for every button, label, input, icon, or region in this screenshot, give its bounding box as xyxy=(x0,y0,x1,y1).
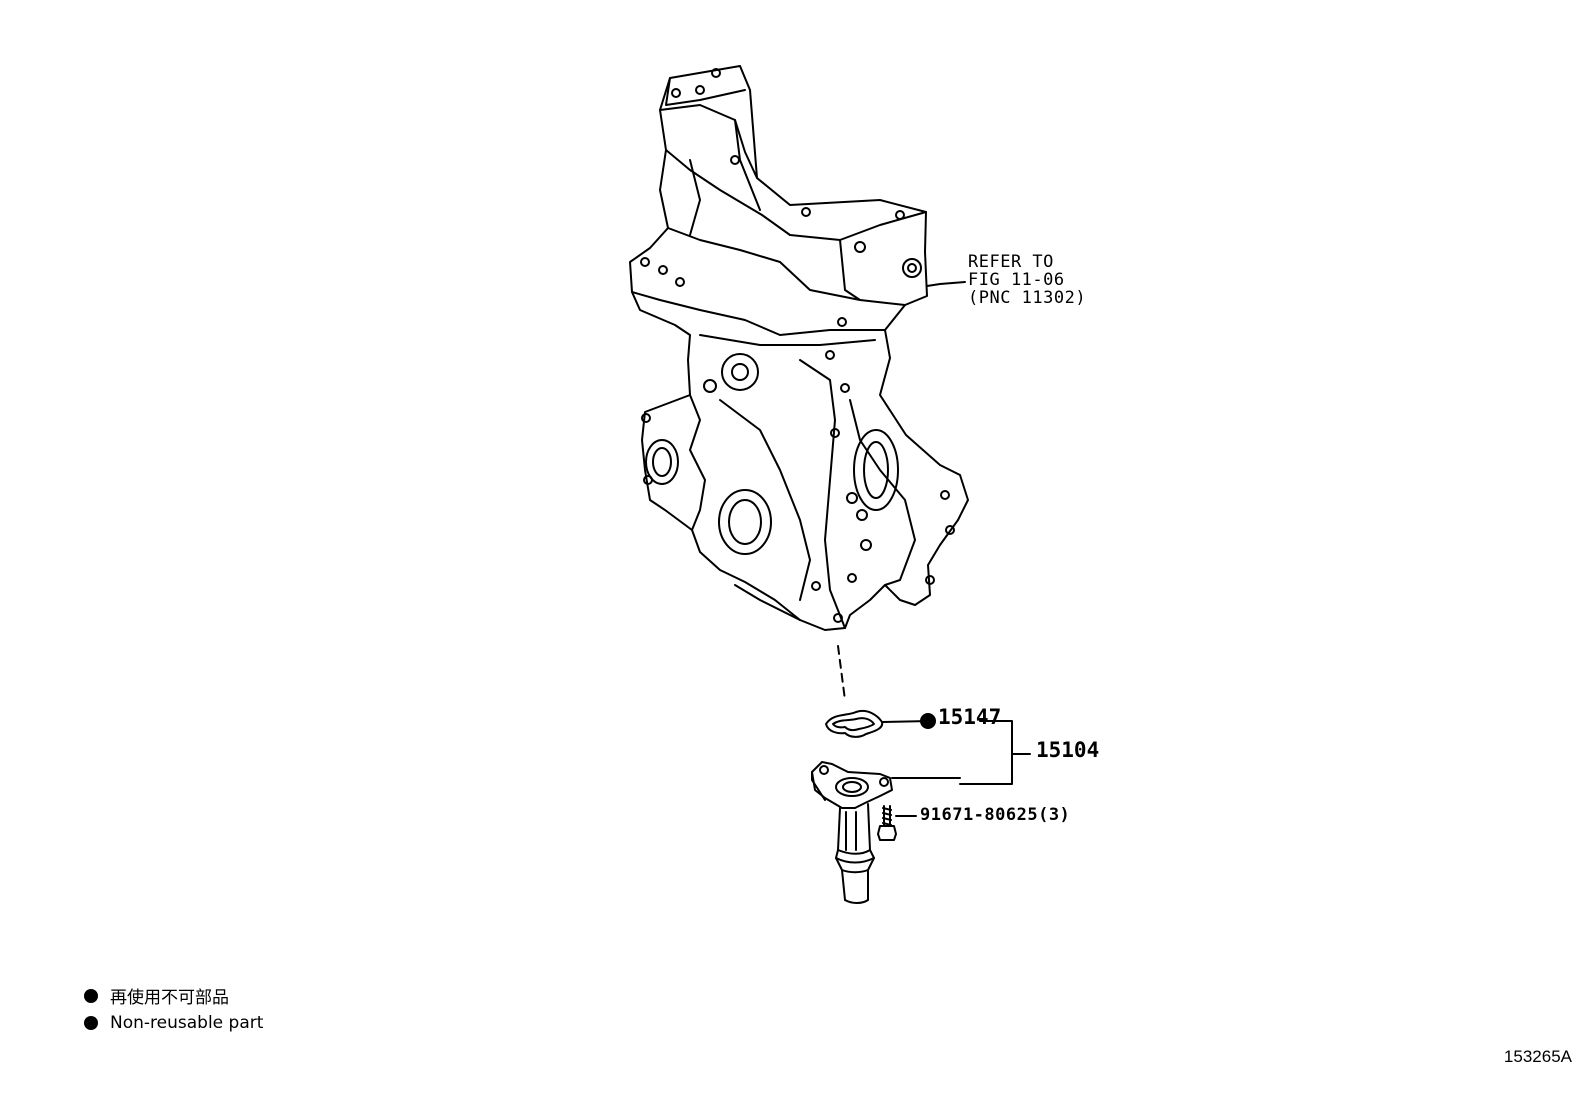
refer-note-line-1: REFER TO xyxy=(968,252,1054,272)
callout-gasket: 15147 xyxy=(938,705,1002,729)
legend-row-japanese: 再使用不可部品 xyxy=(84,982,263,1009)
diagram-id: 153265A xyxy=(1503,1047,1572,1066)
legend-japanese-text: 再使用不可部品 xyxy=(110,988,229,1008)
non-reusable-dot-icon xyxy=(84,1015,98,1030)
gasket-15147-part xyxy=(825,710,931,738)
oil-strainer-part xyxy=(811,761,961,904)
refer-note-line-3: (PNC 11302) xyxy=(968,288,1087,308)
refer-note-line-2: FIG 11-06 xyxy=(968,270,1065,290)
timing-chain-cover xyxy=(629,65,969,631)
legend-row-english: Non-reusable part xyxy=(84,1009,263,1036)
callout-assembly: 15104 xyxy=(1036,738,1100,762)
alignment-dashed-line xyxy=(837,645,846,701)
legend-english-text: Non-reusable part xyxy=(110,1012,264,1033)
callout-bolt: 91671-80625(3) xyxy=(920,805,1071,825)
refer-note: REFER TO FIG 11-06 (PNC 11302) xyxy=(968,253,1086,307)
group-bracket xyxy=(959,720,1013,785)
legend: 再使用不可部品 Non-reusable part xyxy=(84,982,263,1036)
bolt-part xyxy=(877,805,917,841)
non-reusable-marker xyxy=(920,713,936,729)
refer-leader xyxy=(926,281,966,287)
non-reusable-dot-icon xyxy=(84,988,98,1003)
